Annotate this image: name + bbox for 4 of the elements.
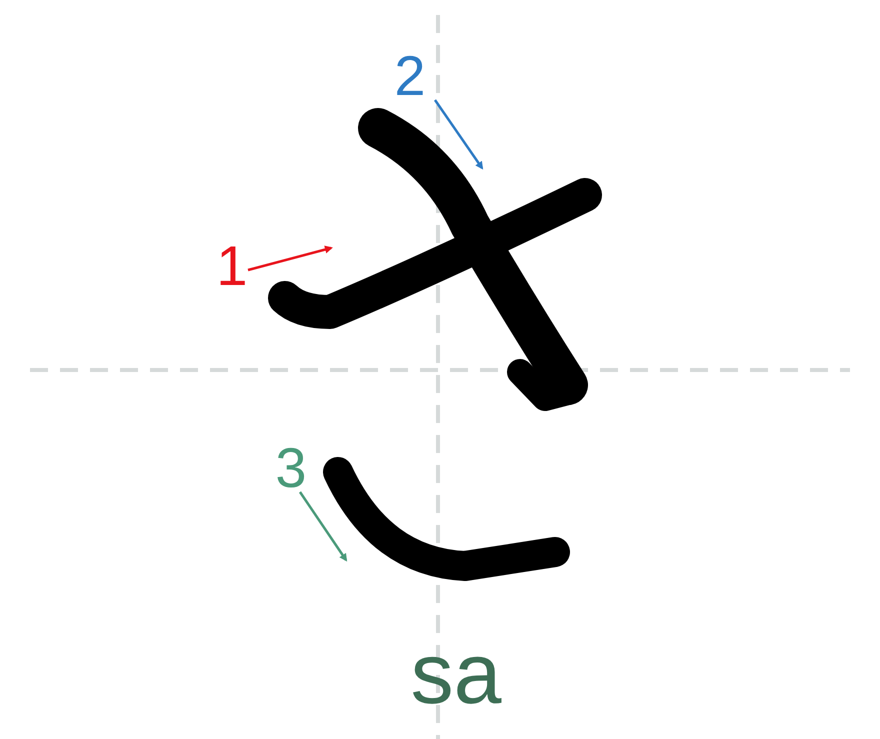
romanization-label: sa <box>410 631 502 717</box>
stroke-number: 3 <box>275 440 307 496</box>
stroke-number: 2 <box>394 48 426 104</box>
stroke-number: 1 <box>216 238 248 294</box>
